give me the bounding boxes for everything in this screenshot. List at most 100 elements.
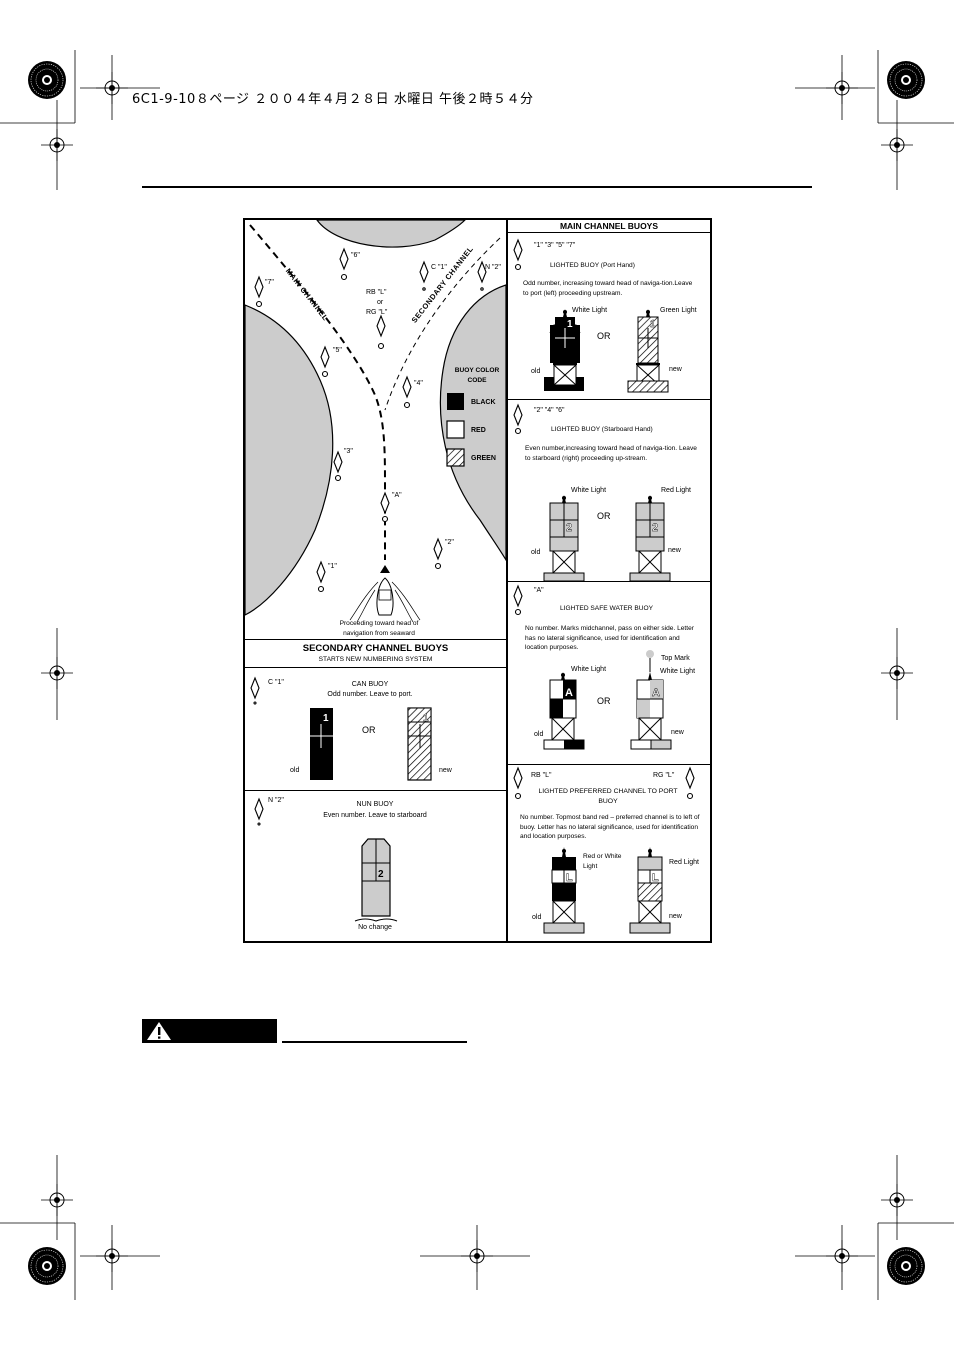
svg-text:L: L (566, 872, 573, 884)
svg-text:2: 2 (378, 869, 384, 880)
port-title: LIGHTED BUOY (Port Hand) (550, 262, 635, 269)
channel-map (245, 220, 506, 623)
red-label: RED (471, 427, 486, 434)
map-buoy-markers (254, 247, 487, 593)
nun-desc: Even number. Leave to starboard (323, 812, 427, 819)
preferred-new: new (669, 913, 682, 920)
buoy-label: "7" (265, 279, 274, 286)
print-header: 6C1-9-10８ページ ２００４年４月２８日 水曜日 午後２時５４分 (132, 92, 534, 107)
starboard-desc: Even number,increasing toward head of na… (525, 445, 697, 462)
boat-icon (349, 577, 421, 623)
secondary-channel-line (384, 237, 501, 411)
can-buoy-graphics: 1 1 (250, 676, 432, 781)
starboard-old: old (531, 549, 541, 556)
starboard-light-new: Red Light (661, 487, 691, 494)
port-buoy-graphics: 1 1 (513, 238, 669, 393)
starboard-light-old: White Light (571, 487, 607, 494)
svg-text:2: 2 (566, 522, 572, 534)
svg-text:1: 1 (650, 319, 656, 330)
divider (508, 399, 710, 400)
preferred-label-left: RB "L" (531, 772, 552, 779)
svg-text:2: 2 (652, 522, 658, 534)
main-channel-line (249, 224, 386, 560)
preferred-light-old: Red or White Light (583, 853, 622, 870)
buoy-label: N "2" (485, 264, 501, 271)
svg-text:1: 1 (567, 319, 573, 330)
warning-underline (282, 1041, 467, 1043)
safe-old: old (534, 731, 544, 738)
divider (508, 232, 710, 233)
figure-divider-vertical (506, 220, 508, 941)
can-old: old (290, 767, 300, 774)
map-caption: Proceeding toward head of navigation fro… (339, 620, 419, 637)
safe-water-buoy-old: A (543, 672, 585, 750)
can-new: new (439, 767, 452, 774)
preferred-title: LIGHTED PREFERRED CHANNEL TO PORT BUOY (538, 788, 678, 805)
port-label: "1" "3" "5" "7" (534, 242, 576, 249)
secondary-title: SECONDARY CHANNEL BUOYS (302, 643, 449, 654)
green-label: GREEN (471, 455, 496, 462)
safe-new: new (671, 729, 684, 736)
or-label: or (377, 299, 384, 306)
safe-desc: No number. Marks midchannel, pass on eit… (525, 625, 694, 651)
divider (245, 667, 506, 668)
divider (245, 790, 506, 791)
color-code-title: BUOY COLOR CODE (454, 367, 500, 384)
rg-l-label: RG "L" (366, 309, 388, 316)
color-code-swatches (446, 393, 465, 467)
buoy-label: "4" (414, 380, 423, 387)
buoy-label: "5" (333, 347, 342, 354)
preferred-channel-buoy-graphics: L L (513, 766, 695, 934)
starboard-buoy-new: 2 (629, 495, 671, 581)
port-buoy-new: 1 (627, 309, 669, 393)
buoy-label: "3" (344, 448, 353, 455)
svg-text:A: A (652, 687, 660, 699)
buoy-figure: MAIN CHANNEL SECONDARY CHANNEL "7" "6" C… (243, 218, 712, 943)
nun-buoy-graphics: 2 (254, 797, 398, 922)
nun-note: No change (358, 924, 392, 931)
svg-text:1: 1 (423, 713, 429, 724)
svg-text:A: A (565, 687, 573, 699)
starboard-title: LIGHTED BUOY (Starboard Hand) (551, 426, 653, 433)
rb-l-label: RB "L" (366, 289, 387, 296)
buoy-label: "2" (445, 539, 454, 546)
warning-bar (142, 1019, 277, 1043)
port-light-old: White Light (572, 307, 608, 314)
divider (245, 639, 506, 640)
main-title: MAIN CHANNEL BUOYS (559, 221, 659, 231)
port-light-new: Green Light (660, 307, 697, 314)
starboard-buoy-old: 2 (543, 495, 585, 581)
preferred-buoy-new: L (629, 847, 671, 934)
preferred-desc: No number. Topmost band red – preferred … (520, 814, 700, 840)
preferred-old: old (532, 914, 542, 921)
divider (508, 581, 710, 582)
can-title: CAN BUOY (351, 681, 389, 688)
preferred-light-new: Red Light (669, 859, 699, 866)
port-desc: Odd number, increasing toward head of na… (523, 280, 693, 297)
black-label: BLACK (471, 399, 496, 406)
buoy-label: C "1" (431, 264, 447, 271)
secondary-subtitle: STARTS NEW NUMBERING SYSTEM (318, 656, 433, 663)
right-shore (439, 284, 506, 562)
divider (508, 764, 710, 765)
header-rule (142, 186, 812, 188)
svg-text:1: 1 (323, 713, 329, 724)
boat-arrow (380, 565, 390, 573)
can-or: OR (362, 725, 376, 735)
safe-water-buoy-graphics: A A (513, 584, 672, 750)
starboard-label: "2" "4" "6" (534, 407, 565, 414)
svg-text:L: L (652, 872, 659, 884)
nun-label: N "2" (268, 797, 284, 804)
starboard-or: OR (597, 511, 611, 521)
starboard-buoy-graphics: 2 2 (513, 403, 671, 581)
safe-light-old: White Light (571, 666, 607, 673)
top-shore (316, 220, 466, 248)
nun-title: NUN BUOY (356, 801, 394, 808)
buoy-label: "1" (328, 563, 337, 570)
can-label: C "1" (268, 679, 284, 686)
preferred-buoy-old: L (543, 847, 585, 934)
can-desc: Odd number. Leave to port. (327, 691, 413, 698)
safe-title: LIGHTED SAFE WATER BUOY (560, 605, 654, 612)
port-buoy-old: 1 (544, 309, 584, 391)
